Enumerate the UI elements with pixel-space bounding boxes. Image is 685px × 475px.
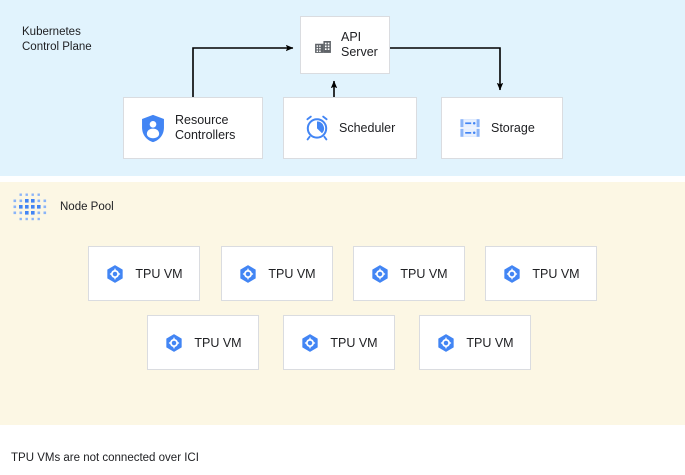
server-rack-icon	[460, 119, 480, 137]
alarm-clock-icon	[306, 115, 328, 141]
tpu-vm-label: TPU VM	[466, 335, 514, 350]
shield-person-icon	[142, 114, 164, 142]
tpu-hexagon-icon	[504, 264, 521, 283]
tpu-vm-label: TPU VM	[532, 266, 580, 281]
api-server-label: API Server	[341, 30, 378, 59]
tpu-vm-label: TPU VM	[330, 335, 378, 350]
tpu-hexagon-icon	[302, 333, 319, 352]
storage-box[interactable]: Storage	[441, 97, 563, 159]
tpu-vm-box[interactable]: TPU VM	[353, 246, 465, 301]
node-pool-title: Node Pool	[60, 201, 114, 213]
tpu-vm-box[interactable]: TPU VM	[221, 246, 333, 301]
scheduler-label: Scheduler	[339, 120, 396, 135]
api-server-box[interactable]: API Server	[300, 16, 390, 74]
scheduler-box[interactable]: Scheduler	[283, 97, 417, 159]
office-building-icon	[315, 41, 331, 53]
diagram-caption: TPU VMs are not connected over ICI	[11, 452, 199, 464]
tpu-hexagon-icon	[107, 264, 124, 283]
tpu-hexagon-icon	[372, 264, 389, 283]
tpu-vm-box[interactable]: TPU VM	[419, 315, 531, 370]
tpu-vm-box[interactable]: TPU VM	[88, 246, 200, 301]
tpu-vm-label: TPU VM	[268, 266, 316, 281]
tpu-vm-label: TPU VM	[135, 266, 183, 281]
tpu-vm-box[interactable]: TPU VM	[485, 246, 597, 301]
node-pool-panel	[0, 182, 685, 425]
node-grid-icon	[13, 193, 47, 221]
resource-controllers-box[interactable]: Resource Controllers	[123, 97, 263, 159]
resource-controllers-label: Resource Controllers	[175, 113, 236, 142]
tpu-hexagon-icon	[166, 333, 183, 352]
tpu-vm-box[interactable]: TPU VM	[147, 315, 259, 370]
tpu-hexagon-icon	[240, 264, 257, 283]
tpu-vm-label: TPU VM	[400, 266, 448, 281]
tpu-hexagon-icon	[438, 333, 455, 352]
storage-label: Storage	[491, 120, 535, 135]
tpu-vm-box[interactable]: TPU VM	[283, 315, 395, 370]
tpu-vm-label: TPU VM	[194, 335, 242, 350]
control-plane-title: Kubernetes Control Plane	[22, 26, 92, 53]
